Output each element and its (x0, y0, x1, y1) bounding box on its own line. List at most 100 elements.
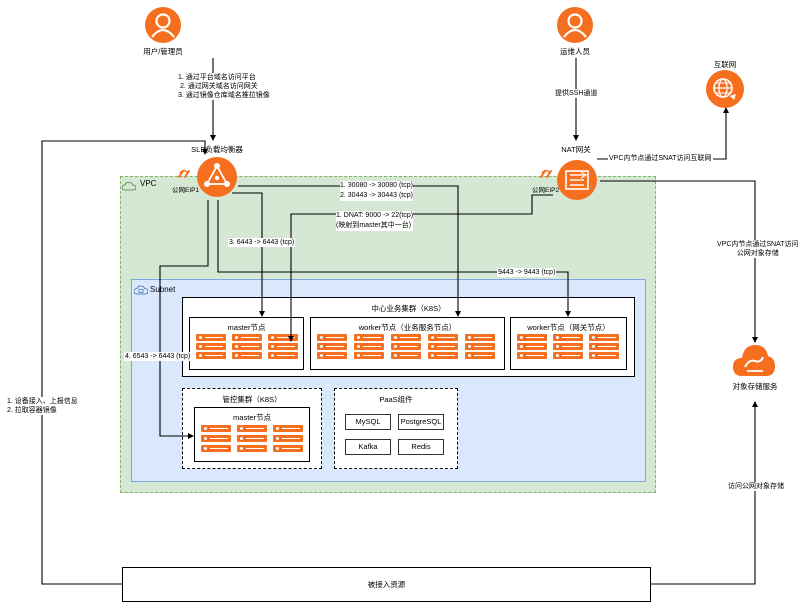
user-icon (145, 7, 181, 43)
control-master-group: master节点 (194, 407, 310, 462)
edge-nat-master (288, 194, 553, 342)
eip2-label: 公网EIP2 (532, 187, 560, 194)
eip1-label: 公网EIP1 (172, 187, 200, 194)
snat-oss-line-2: 公网对象存储 (736, 250, 779, 257)
worker-biz-server-icon (428, 352, 458, 359)
worker-biz-server-icon (354, 334, 384, 341)
paas-postgresql: PostgreSQL (398, 414, 444, 430)
control-master-server-icon (237, 435, 267, 442)
edge-nat-internet (597, 107, 729, 160)
slb-label: SLB负载均衡器 (191, 145, 243, 154)
ops-label: 运维人员 (560, 47, 590, 56)
accessed-resource: 被接入资源 (122, 567, 651, 602)
edge-label-device: 1. 设备接入、上报信息 2. 拉取容器镜像 (6, 397, 79, 415)
eip1-icon (176, 167, 192, 181)
user-access-line-3: 3. 通过镜像仓库域名推拉镜像 (178, 92, 270, 99)
control-master-title: master节点 (233, 413, 271, 422)
worker-gw-server-icon (589, 352, 619, 359)
worker-biz-title: worker节点（业务服务节点） (358, 323, 457, 332)
user-access-line-2: 2. 通过网关域名访问网关 (180, 83, 258, 90)
central-master-server-icon (268, 352, 298, 359)
edge-label-dnat: 1. DNAT: 9000 -> 22(tcp) (映射到master其中一台) (336, 211, 414, 231)
nat-icon (557, 160, 597, 200)
worker-biz-server-icon (317, 334, 347, 341)
edge-slb-master (232, 192, 265, 317)
edge-resource-oss (651, 401, 758, 585)
control-master-server-icon (237, 425, 267, 432)
worker-biz-server-icon (465, 352, 495, 359)
worker-biz-server-icon (428, 334, 458, 341)
central-master-server-icon (268, 343, 298, 350)
edge-nat-oss (600, 180, 758, 343)
slb-icon (197, 157, 237, 197)
worker-biz-server-icon (354, 352, 384, 359)
edge-label-oss-access: 访问公网对象存储 (727, 482, 785, 491)
control-master-server-icon (201, 445, 231, 452)
device-line-1: 1. 设备接入、上报信息 (7, 398, 78, 405)
control-master-server-icon (273, 425, 303, 432)
paas-title: PaaS组件 (379, 395, 413, 404)
dnat-line-1: 1. DNAT: 9000 -> 22(tcp) (336, 212, 414, 219)
edge-label-6443: 3. 6443 -> 6443 (tcp) (228, 238, 296, 247)
control-master-server-icon (201, 425, 231, 432)
oss-label: 对象存储服务 (732, 382, 778, 391)
edge-label-user-access: 1. 通过平台域名访问平台 2. 通过网关域名访问网关 3. 通过镜像仓库域名推… (178, 73, 270, 100)
edge-label-9443: 9443 -> 9443 (tcp) (497, 268, 557, 277)
eip2-icon (538, 167, 554, 181)
dnat-line-2: (映射到master其中一台) (336, 222, 412, 229)
central-master-server-icon (232, 352, 262, 359)
paas-mysql: MySQL (345, 414, 391, 430)
worker-biz-server-icon (391, 334, 421, 341)
central-master-server-icon (268, 334, 298, 341)
worker-biz-server-icon (428, 343, 458, 350)
edge-slb-control (159, 200, 209, 439)
edge-slb-workerbiz (238, 185, 461, 317)
oss-icon (733, 343, 775, 377)
device-line-2: 2. 拉取容器镜像 (7, 407, 57, 414)
worker-biz-server-icon (317, 343, 347, 350)
central-master-server-icon (232, 334, 262, 341)
user-access-line-1: 1. 通过平台域名访问平台 (178, 74, 256, 81)
ops-icon (557, 7, 593, 43)
central-master-server-icon (196, 343, 226, 350)
internet-label: 互联网 (713, 60, 737, 69)
central-master-server-icon (196, 352, 226, 359)
worker-biz-server-icon (465, 334, 495, 341)
ports-worker-line-1: 1. 30080 -> 30080 (tcp) (340, 182, 413, 189)
worker-gw-server-icon (553, 352, 583, 359)
worker-biz-server-icon (391, 352, 421, 359)
edge-label-ssh: 提供SSH通道 (554, 89, 599, 98)
user-label: 用户/管理员 (143, 47, 183, 56)
control-cluster-title: 管控集群（K8S） (222, 395, 282, 404)
worker-gw-server-icon (517, 334, 547, 341)
central-master-server-icon (232, 343, 262, 350)
worker-gw-server-icon (589, 343, 619, 350)
worker-biz-server-icon (317, 352, 347, 359)
paas-kafka: Kafka (345, 439, 391, 455)
central-master-title: master节点 (227, 323, 266, 332)
worker-gw-title: worker节点（网关节点） (527, 323, 610, 332)
edge-slb-gateway (217, 200, 571, 317)
worker-biz-server-icon (391, 343, 421, 350)
worker-biz-server-icon (465, 343, 495, 350)
edge-label-snat-oss: VPC内节点通过SNAT访问 公网对象存储 (716, 240, 800, 258)
subnet-label: Subnet (150, 285, 176, 294)
nat-label: NAT网关 (561, 145, 591, 154)
control-master-server-icon (201, 435, 231, 442)
central-cluster-title: 中心业务集群（K8S） (371, 304, 446, 313)
control-master-server-icon (273, 435, 303, 442)
worker-gw-server-icon (517, 343, 547, 350)
edge-resource-slb (41, 140, 208, 585)
internet-icon (706, 70, 744, 108)
snat-oss-line-1: VPC内节点通过SNAT访问 (717, 241, 799, 248)
worker-gw-server-icon (553, 334, 583, 341)
control-master-server-icon (237, 445, 267, 452)
worker-gw-server-icon (553, 343, 583, 350)
ports-worker-line-2: 2. 30443 -> 30443 (tcp) (340, 192, 413, 199)
worker-gw-server-icon (517, 352, 547, 359)
edge-label-snat-internet: VPC内节点通过SNAT访问互联网 (608, 154, 713, 163)
edge-label-ports-worker: 1. 30080 -> 30080 (tcp) 2. 30443 -> 3044… (340, 181, 413, 201)
vpc-label: VPC (140, 179, 157, 188)
control-master-server-icon (273, 445, 303, 452)
